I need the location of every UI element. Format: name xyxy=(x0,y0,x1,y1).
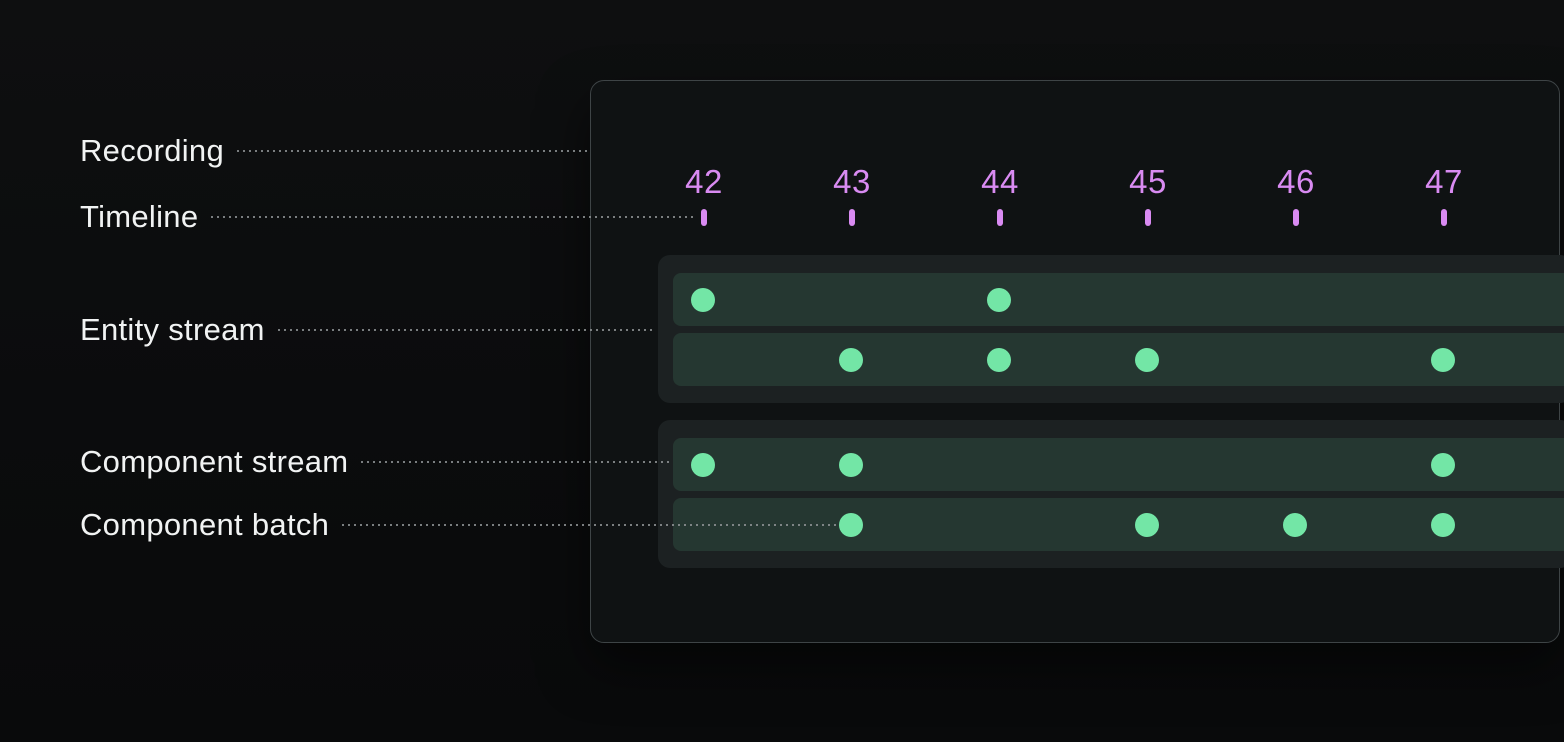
timeline-tick-mark xyxy=(1145,209,1151,226)
timeline-tick-mark xyxy=(1293,209,1299,226)
component-batch-dot xyxy=(1283,512,1307,537)
component-batch-dot xyxy=(1431,512,1455,537)
component-batch-dot xyxy=(1431,452,1455,477)
timeline-tick-mark xyxy=(1441,209,1447,226)
timeline-tick-mark xyxy=(849,209,855,226)
component-stream-row xyxy=(673,273,1564,326)
label-timeline: Timeline xyxy=(80,199,199,234)
entity-stream-2 xyxy=(658,420,1564,568)
leader-line-recording xyxy=(237,150,588,152)
annotation-timeline: Timeline xyxy=(80,197,697,237)
annotation-component-stream: Component stream xyxy=(80,442,669,482)
timeline-tick-mark xyxy=(701,209,707,226)
timeline-tick-mark xyxy=(997,209,1003,226)
leader-line-timeline xyxy=(211,216,697,218)
leader-line-component-stream xyxy=(361,461,669,463)
component-batch-dot xyxy=(839,512,863,537)
component-batch-dot xyxy=(1135,347,1159,372)
component-stream-row xyxy=(673,333,1564,386)
component-batch-dot xyxy=(987,287,1011,312)
annotation-entity-stream: Entity stream xyxy=(80,310,654,350)
label-component-batch: Component batch xyxy=(80,507,330,542)
timeline-tick-label: 42 xyxy=(685,163,723,200)
label-entity-stream: Entity stream xyxy=(80,312,265,347)
timeline-tick-label: 47 xyxy=(1425,163,1463,200)
leader-line-entity-stream xyxy=(277,329,654,331)
component-batch-dot xyxy=(691,287,715,312)
entity-stream-1 xyxy=(658,255,1564,403)
leader-line-component-batch xyxy=(342,524,837,526)
annotation-recording: Recording xyxy=(80,131,588,171)
annotation-component-batch: Component batch xyxy=(80,505,837,545)
component-batch-dot xyxy=(839,452,863,477)
timeline-tick-label: 43 xyxy=(833,163,871,200)
component-batch-dot xyxy=(1135,512,1159,537)
timeline-tick-label: 46 xyxy=(1277,163,1315,200)
component-batch-dot xyxy=(1431,347,1455,372)
timeline-tick-label: 45 xyxy=(1129,163,1167,200)
component-batch-dot xyxy=(987,347,1011,372)
timeline-axis: 42 43 44 45 46 47 xyxy=(591,163,1559,253)
component-batch-dot xyxy=(839,347,863,372)
component-batch-dot xyxy=(691,452,715,477)
label-recording: Recording xyxy=(80,133,225,168)
component-stream-row xyxy=(673,438,1564,491)
timeline-tick-label: 44 xyxy=(981,163,1019,200)
label-component-stream: Component stream xyxy=(80,444,349,479)
